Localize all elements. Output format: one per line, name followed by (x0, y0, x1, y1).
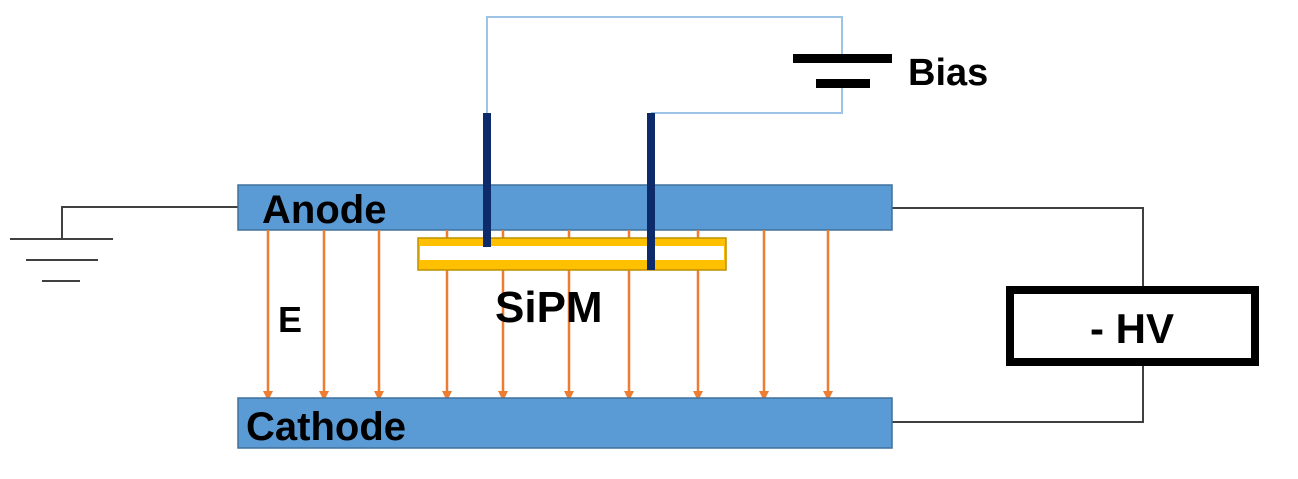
battery-long-plate (793, 54, 892, 63)
sipm-label: SiPM (495, 283, 603, 332)
hv-label: - HV (1090, 305, 1174, 352)
anode-plate: Anode (237, 184, 893, 232)
bias-label: Bias (908, 52, 988, 94)
battery-icon (793, 54, 892, 88)
anode-rect (237, 184, 893, 231)
anode-label: Anode (262, 188, 386, 232)
battery-short-plate (816, 79, 870, 88)
sipm-window (420, 246, 724, 260)
cathode-label: Cathode (246, 405, 406, 449)
bias-wire-left (486, 16, 843, 113)
field-label: E (278, 299, 302, 340)
ground-icon (10, 206, 238, 282)
cathode-plate: Cathode (237, 397, 893, 449)
cathode-rect (237, 397, 893, 449)
hv-supply: - HV (1006, 286, 1259, 366)
bias-wire-right (651, 88, 843, 114)
hv-wire-anode (892, 207, 1144, 290)
sipm-lead-right (647, 113, 655, 270)
ground-wire (61, 206, 238, 239)
sipm-sensor (417, 237, 727, 271)
hv-wire-cathode (892, 362, 1144, 423)
field-arrows (263, 230, 833, 401)
hv-box (1006, 286, 1259, 366)
sipm-lead-left (483, 113, 491, 247)
